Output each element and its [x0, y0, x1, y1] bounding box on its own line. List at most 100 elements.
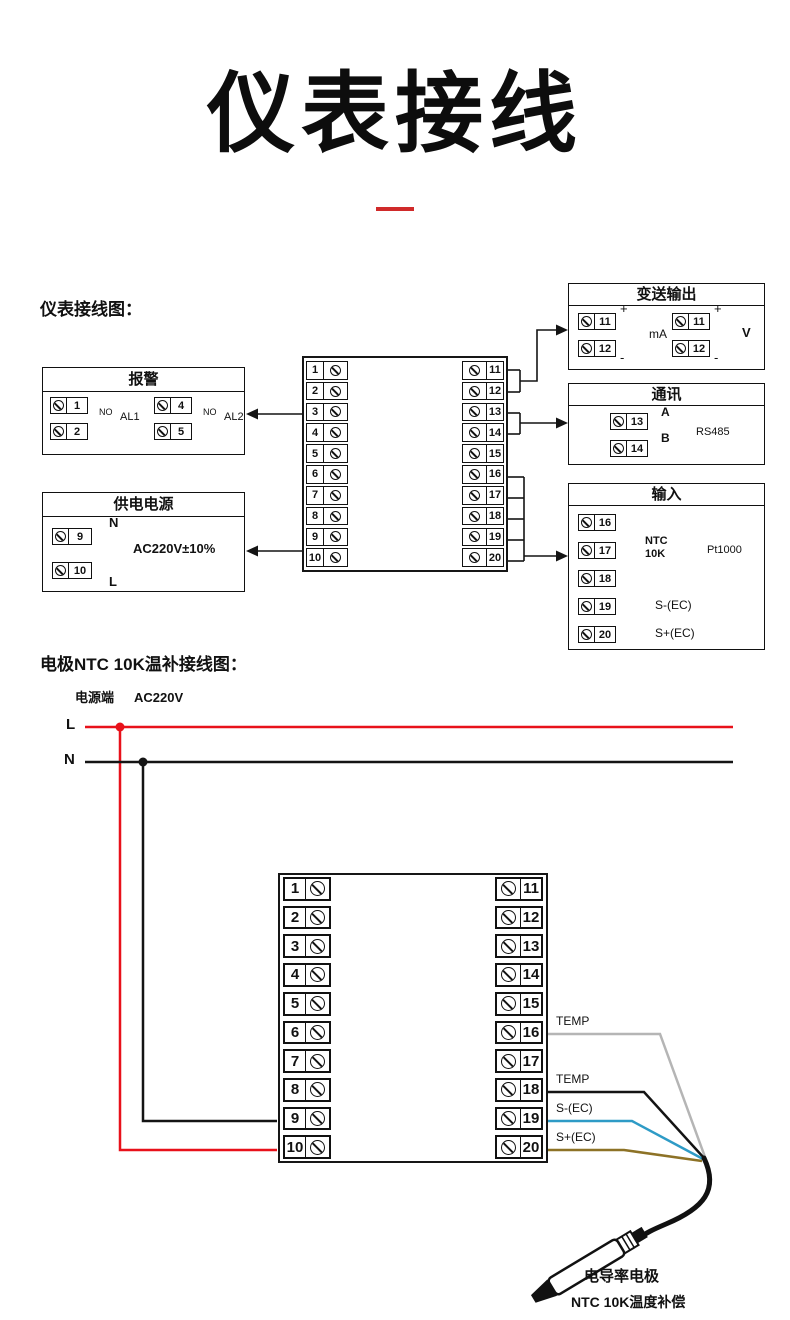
screw-terminal-icon	[324, 508, 347, 525]
s-minus-wire-label: S-(EC)	[556, 1101, 593, 1115]
terminal-number: 11	[486, 362, 503, 379]
bottom-block-right-column: 11 12 13 14 15 16 17	[495, 877, 543, 1160]
terminal-cell: 6	[283, 1020, 331, 1045]
screw-terminal-icon	[306, 965, 329, 985]
terminal-number: 12	[520, 907, 541, 928]
supply-voltage-label: AC220V±10%	[133, 541, 216, 556]
terminal-cell: 4	[283, 963, 331, 987]
screw-terminal-icon	[306, 1051, 329, 1071]
screw-terminal-icon	[324, 404, 347, 421]
terminal-number: 15	[520, 993, 541, 1014]
terminal-cell: 7	[306, 485, 348, 505]
terminal-number: 4	[285, 965, 306, 985]
main-block-right-column: 11 12 13 14 15 16 17	[462, 361, 504, 567]
terminal-number: 20	[598, 628, 612, 641]
screw-terminal-icon	[53, 529, 69, 544]
screw-terminal-icon	[579, 543, 595, 558]
input-box: 输入	[568, 483, 765, 650]
screw-terminal-icon	[306, 1023, 329, 1043]
alarm-box-title: 报警	[43, 368, 244, 392]
terminal-cell: 2	[306, 381, 348, 401]
plus-sign: +	[714, 301, 722, 316]
terminal-cell: 18	[462, 506, 504, 526]
screw-terminal-icon	[611, 414, 627, 429]
bracket-to-comm-box	[508, 412, 557, 435]
screw-terminal-icon	[673, 341, 689, 356]
terminal-number: 18	[520, 1079, 541, 1100]
ma-output-label: mA	[649, 327, 667, 341]
terminal-number: 4	[177, 399, 185, 412]
terminal-cell: 8	[283, 1077, 331, 1102]
terminal-number: 18	[598, 572, 612, 585]
terminal-number: 10	[307, 549, 324, 566]
screw-terminal-icon	[324, 383, 347, 400]
minus-sign: -	[620, 350, 625, 365]
alarm1-label: AL1	[120, 411, 140, 423]
page-title: 仪表接线	[206, 64, 583, 163]
rs485-protocol-label: RS485	[696, 426, 730, 438]
screw-terminal-icon	[463, 549, 486, 566]
input-terminal-cell: 19	[578, 598, 616, 615]
probe-desc-label: NTC 10K温度补偿	[571, 1294, 686, 1310]
terminal-cell: 14	[495, 963, 543, 987]
terminal-cell: 14	[462, 423, 504, 443]
output-arrowhead	[556, 324, 568, 336]
screw-terminal-icon	[463, 529, 486, 546]
terminal-number: 19	[520, 1108, 541, 1129]
terminal-cell: 3	[283, 934, 331, 959]
screw-terminal-icon	[306, 908, 329, 928]
s-minus-label: S-(EC)	[655, 598, 692, 612]
rs485-b-label: B	[661, 431, 670, 445]
terminal-number: 14	[486, 424, 503, 442]
title-underline	[376, 207, 414, 211]
terminal-number: 17	[520, 1051, 541, 1071]
screw-terminal-icon	[463, 487, 486, 504]
mains-voltage-label: AC220V	[134, 690, 184, 705]
s-plus-wire-brown	[548, 1148, 703, 1163]
terminal-cell: 15	[462, 444, 504, 463]
power-side-label: 电源端	[75, 690, 115, 705]
terminal-cell: 17	[495, 1049, 543, 1073]
terminal-number: 5	[177, 425, 185, 438]
comm-terminal-cell: 13	[610, 413, 648, 430]
terminal-number: 1	[285, 879, 306, 899]
terminal-number: 2	[73, 425, 81, 438]
screw-terminal-icon	[497, 1109, 520, 1129]
bracket-to-input-box	[508, 476, 557, 562]
input-box-title: 输入	[569, 484, 764, 506]
bottom-block-left-column: 1 2 3 4 5 6 7	[283, 877, 331, 1160]
terminal-cell: 13	[495, 934, 543, 959]
screw-terminal-icon	[324, 424, 347, 441]
terminal-cell: 10	[306, 548, 348, 567]
terminal-number: 9	[76, 530, 84, 543]
alarm-terminal-cell: 1	[50, 397, 88, 414]
ntc-10k-label: 10K	[645, 548, 666, 560]
terminal-number: 1	[307, 362, 324, 379]
alarm2-label: AL2	[224, 411, 244, 423]
ntc-label: NTC	[645, 535, 668, 547]
comm-box-title: 通讯	[569, 384, 764, 406]
terminal-number: 10	[73, 564, 87, 577]
pt1000-label: Pt1000	[707, 544, 742, 556]
terminal-number: 18	[486, 507, 503, 525]
screw-terminal-icon	[324, 445, 347, 462]
s-plus-label: S+(EC)	[655, 626, 695, 640]
output-terminal-cell: 11	[578, 313, 616, 330]
terminal-cell: 9	[306, 527, 348, 547]
terminal-number: 10	[285, 1137, 306, 1158]
terminal-number: 2	[307, 382, 324, 400]
terminal-number: 12	[598, 342, 612, 355]
screw-terminal-icon	[51, 424, 67, 439]
input-terminal-cell: 17	[578, 542, 616, 559]
screw-terminal-icon	[463, 383, 486, 400]
live-line-label: L	[66, 716, 76, 733]
terminal-number: 16	[598, 516, 612, 529]
terminal-number: 17	[598, 544, 612, 557]
screw-terminal-icon	[463, 445, 486, 462]
terminal-number: 9	[307, 528, 324, 546]
probe-cable	[638, 1155, 713, 1240]
terminal-cell: 16	[495, 1020, 543, 1045]
terminal-cell: 9	[283, 1106, 331, 1131]
terminal-number: 12	[486, 382, 503, 400]
